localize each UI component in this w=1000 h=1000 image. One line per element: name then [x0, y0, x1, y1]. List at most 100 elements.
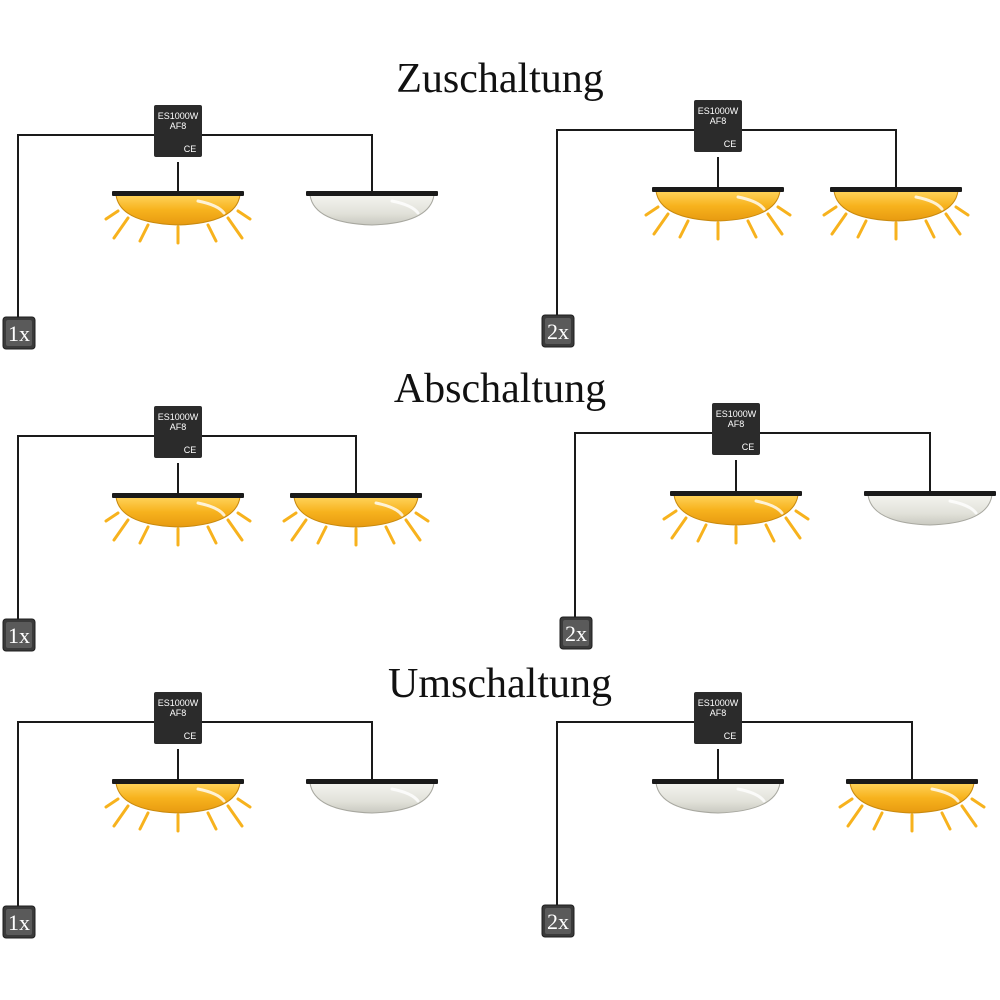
- lamp-highlight-0-0-0: [196, 199, 226, 215]
- light-ray-0-0-0-6: [236, 209, 252, 221]
- light-ray-0-1-1-0: [822, 205, 838, 217]
- actuator-sub-label-2-0: AF8: [170, 708, 187, 718]
- lamp-highlight-1-0-1: [374, 501, 404, 517]
- lamp-rim-2-0-0: [112, 779, 244, 784]
- wire-button-1-1: [574, 432, 712, 617]
- ce-mark-1-0: CE: [184, 445, 197, 455]
- lamp-on-0-1-0: [644, 187, 792, 241]
- light-ray-2-1-1-0: [838, 797, 854, 809]
- actuator-sub-label-1-0: AF8: [170, 422, 187, 432]
- wiring-1-0: [17, 435, 357, 619]
- light-ray-0-0-0-4: [206, 223, 218, 243]
- push-button-face-0-1: [545, 318, 571, 344]
- light-ray-0-1-1-6: [954, 205, 970, 217]
- wiring-0-1: [556, 129, 897, 315]
- push-button-face-0-0: [6, 320, 32, 346]
- wiring-2-0: [17, 721, 373, 906]
- lamp-highlight-2-0-0: [196, 787, 226, 803]
- lamp-on-1-0-0: [104, 493, 252, 547]
- light-ray-2-1-1-6: [970, 797, 986, 809]
- lamp-on-0-0-0: [104, 191, 252, 245]
- lamp-rim-1-0-0: [112, 493, 244, 498]
- push-button-0-1: 2x: [541, 314, 575, 348]
- light-ray-2-0-0-0: [104, 797, 120, 809]
- push-button-label-2-1: 2x: [547, 909, 569, 934]
- wiring-0-0: [17, 134, 373, 317]
- wire-button-1-0: [17, 435, 154, 619]
- lamp-rim-1-1-0: [670, 491, 802, 496]
- light-ray-2-0-0-6: [236, 797, 252, 809]
- lamp-rim-0-1-1: [830, 187, 962, 192]
- wire-lamp2-2-0: [202, 721, 373, 779]
- light-ray-2-1-1-1: [846, 804, 864, 828]
- light-ray-0-0-0-2: [138, 223, 150, 243]
- actuator-body-1-1: [712, 403, 760, 455]
- push-button-label-2-0: 1x: [8, 910, 30, 935]
- lamp-on-2-1-1: [838, 779, 986, 833]
- push-button-2-1: 2x: [541, 904, 575, 938]
- light-ray-0-1-0-4: [746, 219, 758, 239]
- push-button-face-2-1: [545, 908, 571, 934]
- light-ray-1-1-0-5: [784, 516, 802, 540]
- light-ray-1-1-0-1: [670, 516, 688, 540]
- lamp-off-1-1-1: [864, 491, 996, 526]
- lamp-off-0-0-1: [306, 191, 438, 226]
- lamp-highlight-2-1-0: [736, 787, 766, 803]
- light-ray-0-1-1-4: [924, 219, 936, 239]
- actuator-model-label-2-1: ES1000W: [698, 698, 739, 708]
- lamp-highlight-0-0-1: [390, 199, 420, 215]
- light-ray-1-1-0-4: [764, 523, 776, 543]
- wire-lamp2-1-1: [760, 432, 931, 491]
- light-ray-0-0-0-0: [104, 209, 120, 221]
- light-ray-1-0-0-5: [226, 518, 244, 542]
- actuator-sub-label-2-1: AF8: [710, 708, 727, 718]
- light-ray-1-0-0-4: [206, 525, 218, 545]
- light-ray-1-0-0-0: [104, 511, 120, 523]
- lamp-highlight-1-1-0: [754, 499, 784, 515]
- lamp-on-1-0-1: [282, 493, 430, 547]
- ce-mark-0-1: CE: [724, 139, 737, 149]
- light-ray-1-0-1-5: [404, 518, 422, 542]
- push-button-label-0-0: 1x: [8, 321, 30, 346]
- push-button-0-0: 1x: [2, 316, 36, 350]
- light-ray-2-0-0-1: [112, 804, 130, 828]
- light-ray-2-0-0-4: [206, 811, 218, 831]
- light-ray-0-1-0-1: [652, 212, 670, 236]
- lamp-rim-2-1-0: [652, 779, 784, 784]
- lamp-on-1-1-0: [662, 491, 810, 545]
- lamp-rim-2-0-1: [306, 779, 438, 784]
- actuator-model-label-2-0: ES1000W: [158, 698, 199, 708]
- lamp-rim-0-0-1: [306, 191, 438, 196]
- actuator-body-0-1: [694, 100, 742, 152]
- wire-lamp2-0-0: [202, 134, 373, 191]
- light-ray-2-1-1-5: [960, 804, 978, 828]
- lamp-off-2-1-0: [652, 779, 784, 814]
- light-ray-2-1-1-4: [940, 811, 952, 831]
- wire-button-2-0: [17, 721, 154, 906]
- light-ray-1-1-0-2: [696, 523, 708, 543]
- lamp-rim-0-1-0: [652, 187, 784, 192]
- push-button-face-1-1: [563, 620, 589, 646]
- section-title-abschaltung: Abschaltung: [393, 366, 607, 412]
- ce-mark-0-0: CE: [184, 144, 197, 154]
- lamp-rim-0-0-0: [112, 191, 244, 196]
- light-ray-2-1-1-2: [872, 811, 884, 831]
- lamp-rim-2-1-1: [846, 779, 978, 784]
- wiring-1-1: [574, 432, 931, 617]
- light-ray-0-1-1-1: [830, 212, 848, 236]
- light-ray-1-0-0-2: [138, 525, 150, 545]
- wiring-2-1: [556, 721, 913, 905]
- push-button-1-1: 2x: [559, 616, 593, 650]
- wire-button-0-1: [556, 129, 694, 315]
- light-ray-1-0-1-6: [414, 511, 430, 523]
- push-button-label-0-1: 2x: [547, 319, 569, 344]
- lamp-off-2-0-1: [306, 779, 438, 814]
- light-ray-1-0-1-0: [282, 511, 298, 523]
- push-button-face-1-0: [6, 622, 32, 648]
- actuator-body-1-0: [154, 406, 202, 458]
- actuator-model-label-0-0: ES1000W: [158, 111, 199, 121]
